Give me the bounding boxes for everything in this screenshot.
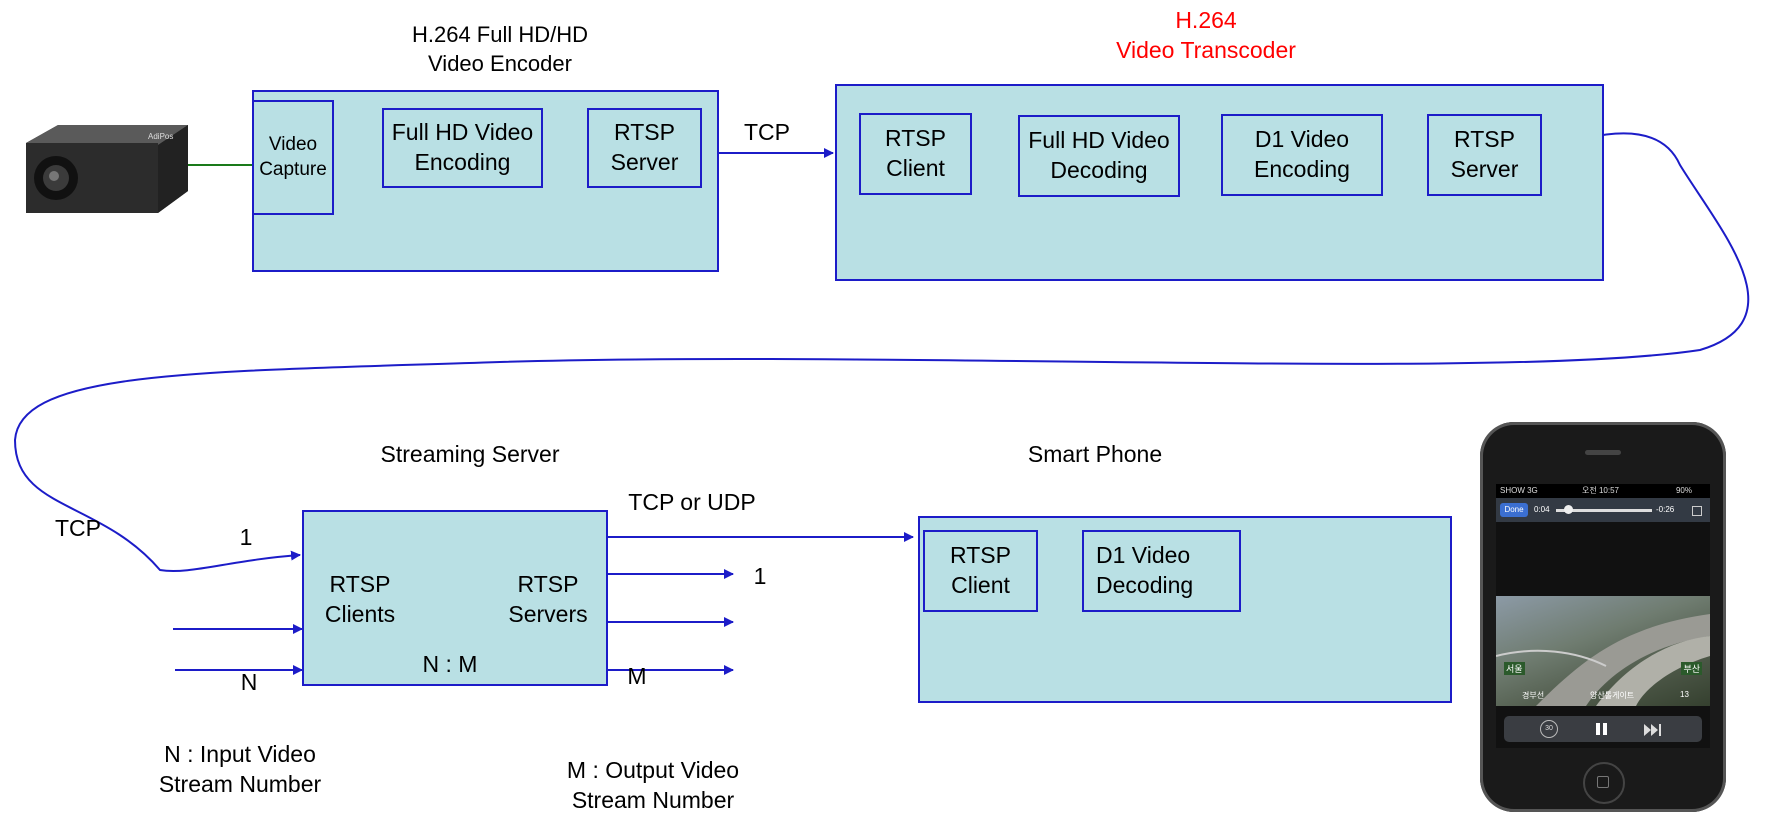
time-elapsed: 0:04 [1534, 505, 1550, 514]
status-carrier: SHOW 3G [1500, 486, 1538, 495]
streaming-server-box [302, 510, 608, 686]
sign-bottom-left: 경부선 [1522, 691, 1545, 700]
home-button[interactable] [1583, 762, 1625, 804]
skip-back-icon[interactable]: 30 [1540, 720, 1558, 738]
tcp-label-top: TCP [744, 119, 790, 145]
transcoder-box [835, 84, 1604, 281]
skip-forward-icon[interactable] [1644, 723, 1662, 736]
status-bar: SHOW 3G 오전 10:57 90% [1496, 484, 1710, 498]
camera-icon: AdiPos [18, 113, 193, 218]
full-hd-decoding-block: Full HD Video Decoding [1018, 115, 1180, 197]
rtsp-clients-label: RTSP Clients [324, 571, 396, 627]
sign-bottom-right: 13 [1680, 690, 1689, 699]
phone-speaker [1585, 450, 1621, 455]
scrubber-track[interactable] [1556, 509, 1652, 512]
sign-right: 부산 [1681, 662, 1702, 675]
ratio-label: N : M [422, 651, 478, 677]
streaming-server-title: Streaming Server [380, 441, 560, 467]
status-time: 오전 10:57 [1582, 486, 1619, 495]
input-n-label: N [240, 669, 258, 695]
rtsp-servers-label: RTSP Servers [508, 571, 588, 627]
note-n: N : Input Video Stream Number [158, 741, 322, 797]
d1-encoding-block: D1 Video Encoding [1221, 114, 1383, 196]
encoder-title: H.264 Full HD/HD Video Encoder [411, 22, 589, 76]
scrubber-knob[interactable] [1564, 505, 1573, 514]
fullscreen-icon[interactable] [1692, 506, 1702, 516]
full-hd-encoding-block: Full HD Video Encoding [382, 108, 543, 188]
video-frame: 서울 부산 경부선 양산톨게이트 13 [1496, 596, 1710, 706]
tcp-label-streaming: TCP [55, 515, 101, 541]
output-proto-label: TCP or UDP [628, 489, 756, 515]
phone-screen: SHOW 3G 오전 10:57 90% Done 0:04 -0:26 서울 … [1496, 484, 1710, 748]
phone-rtsp-client-block: RTSP Client [923, 530, 1038, 612]
smart-phone-box [918, 516, 1452, 703]
sign-left: 서울 [1504, 662, 1525, 675]
d1-decoding-block: D1 Video Decoding [1082, 530, 1241, 612]
output-m-label: M [627, 663, 647, 689]
smartphone-icon: SHOW 3G 오전 10:57 90% Done 0:04 -0:26 서울 … [1480, 422, 1726, 812]
done-button[interactable]: Done [1500, 503, 1528, 517]
sign-bottom-mid: 양산톨게이트 [1590, 691, 1635, 700]
status-battery: 90% [1675, 486, 1692, 495]
video-capture-block: Video Capture [252, 100, 334, 215]
encoder-box [252, 90, 719, 272]
time-remaining: -0:26 [1656, 505, 1675, 514]
transcoder-title: H.264 Video Transcoder [1116, 7, 1296, 63]
play-pause-icon[interactable] [1596, 723, 1608, 735]
note-m: M : Output Video Stream Number [566, 757, 740, 813]
player-controls: 30 [1504, 716, 1702, 742]
transcoder-rtsp-client-block: RTSP Client [859, 113, 972, 195]
input-1-label: 1 [239, 524, 253, 550]
player-top-bar: Done 0:04 -0:26 [1496, 498, 1710, 522]
transcoder-rtsp-server-block: RTSP Server [1427, 114, 1542, 196]
smart-phone-title: Smart Phone [1027, 441, 1163, 467]
svg-text:AdiPos: AdiPos [148, 132, 173, 141]
curve-transcoder-to-streaming [13, 132, 1750, 572]
skip-back-label: 30 [1545, 725, 1553, 732]
encoder-rtsp-server-block: RTSP Server [587, 108, 702, 188]
output-1-label: 1 [753, 563, 767, 589]
